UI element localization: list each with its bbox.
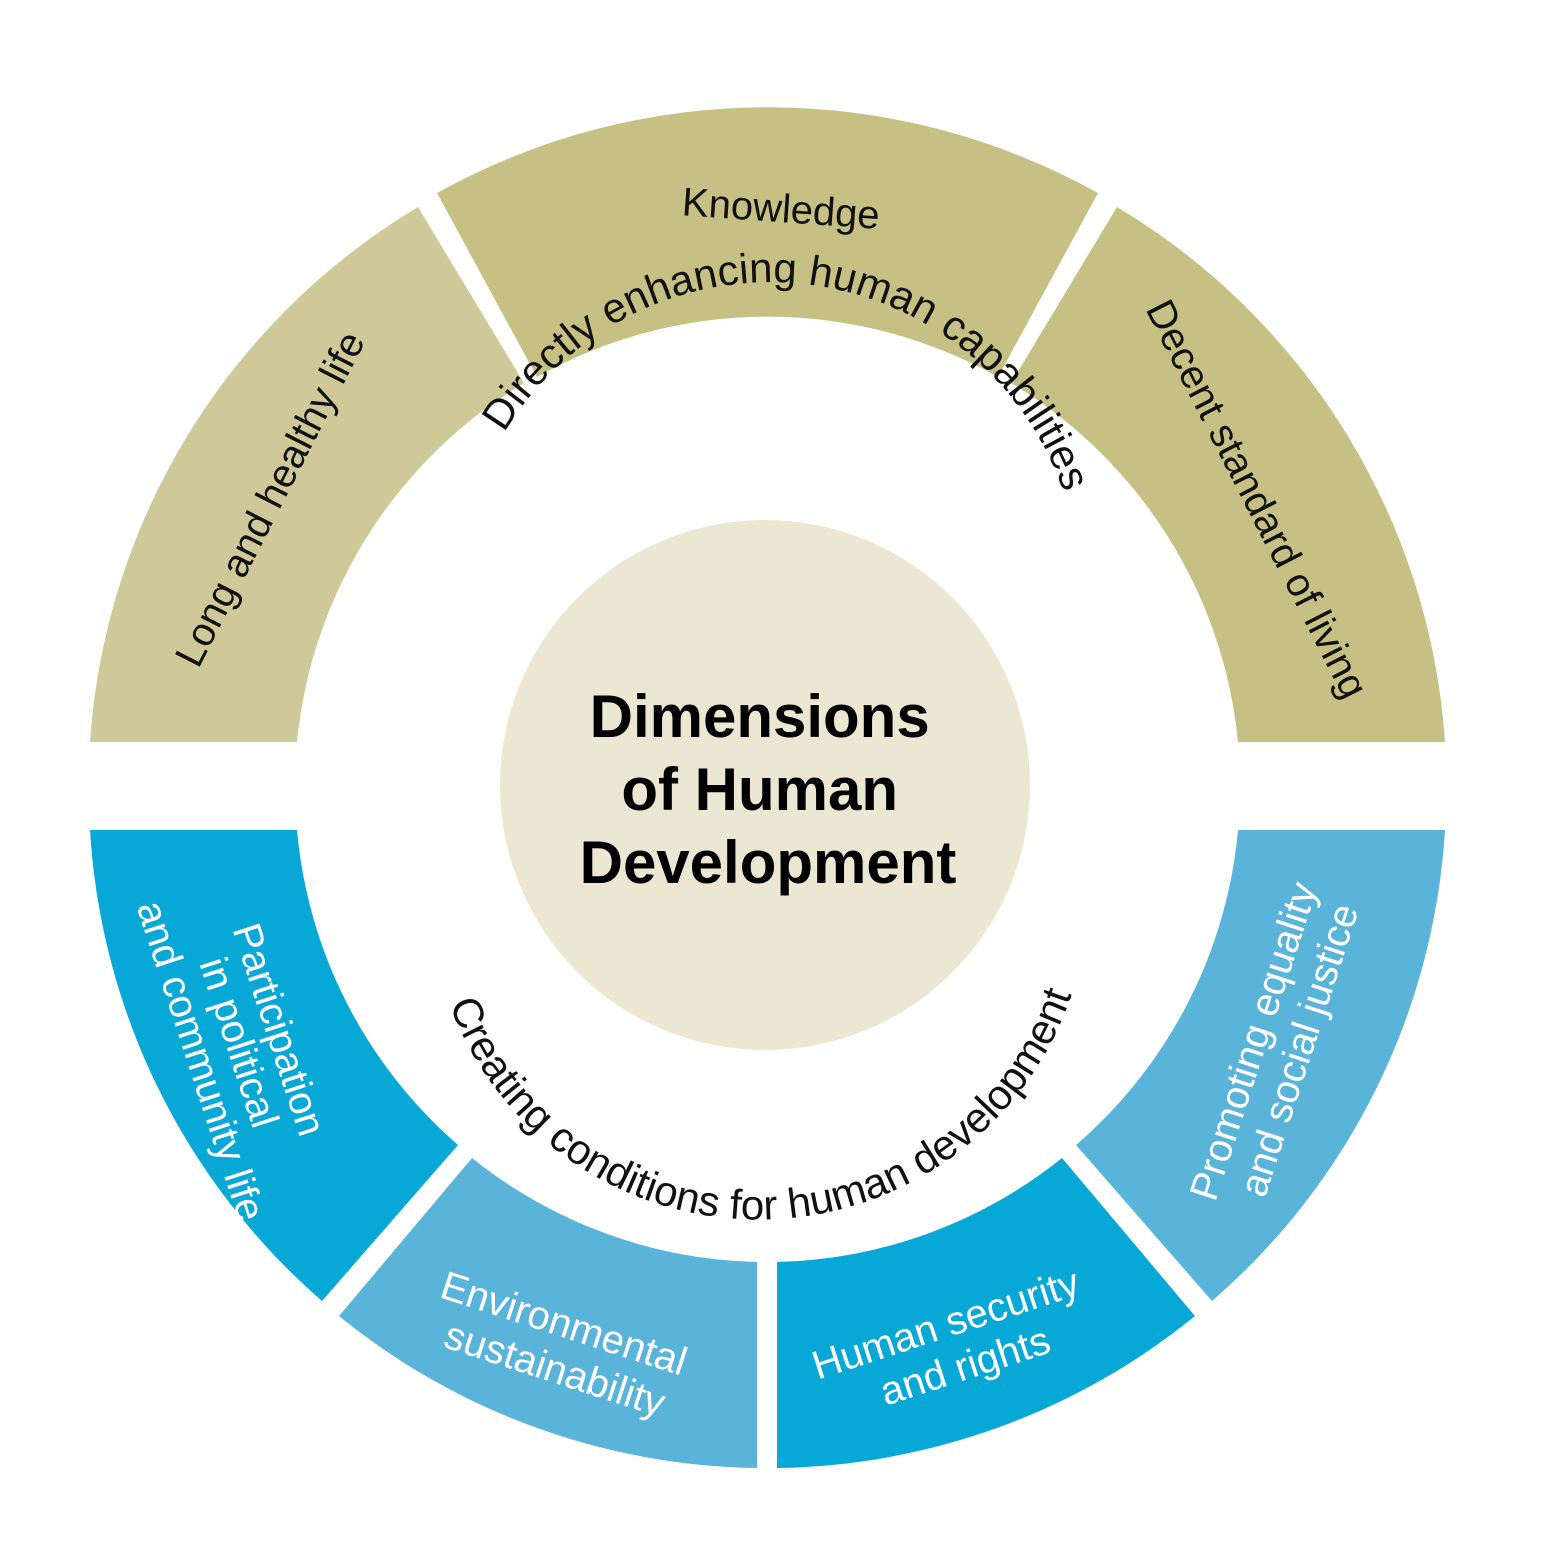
center-circle bbox=[500, 520, 1030, 1050]
segment-decent-standard bbox=[1011, 207, 1445, 742]
segment-knowledge bbox=[437, 107, 1098, 377]
segment-long-healthy-life bbox=[90, 207, 524, 742]
segment-equality bbox=[1076, 830, 1445, 1301]
segment-participation bbox=[90, 830, 458, 1301]
segment-human-security bbox=[777, 1158, 1195, 1468]
center-title: Dimensions of Human Development bbox=[580, 683, 957, 896]
segment-environmental bbox=[339, 1158, 757, 1468]
